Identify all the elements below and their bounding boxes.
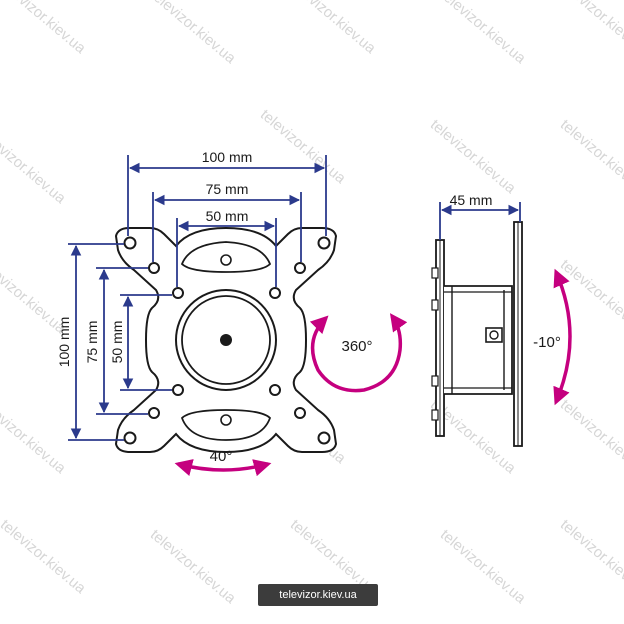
watermark-text: televizor.kiev.ua xyxy=(427,116,519,197)
credit-text: televizor.kiev.ua xyxy=(279,589,357,601)
tilt-arrow xyxy=(553,268,572,406)
watermark-text: televizor.kiev.ua xyxy=(557,256,624,337)
side-view: 45 mm -10° xyxy=(431,192,572,447)
rotation-angle-label: 360° xyxy=(341,338,372,355)
vesa-hole-50-tl xyxy=(172,287,184,299)
rotation-arrow xyxy=(309,313,408,393)
vesa-hole-75-br xyxy=(294,407,306,419)
watermark-text: televizor.kiev.ua xyxy=(557,516,624,597)
watermark-text: televizor.kiev.ua xyxy=(0,516,89,597)
vesa-hole-75-tr xyxy=(294,262,306,274)
watermark-text: televizor.kiev.ua xyxy=(437,526,529,607)
swivel-arrow xyxy=(174,459,272,477)
watermark-text: televizor.kiev.ua xyxy=(437,0,529,67)
watermark-text: televizor.kiev.ua xyxy=(287,0,379,57)
height-middle-label: 75 mm xyxy=(84,321,100,364)
tilt-angle-label: -10° xyxy=(533,334,561,351)
bracket-body xyxy=(444,285,513,395)
watermark-text: televizor.kiev.ua xyxy=(0,396,69,477)
height-outer-label: 100 mm xyxy=(56,317,72,368)
watermark-text: televizor.kiev.ua xyxy=(257,106,349,187)
watermark-text: televizor.kiev.ua xyxy=(147,0,239,67)
depth-label: 45 mm xyxy=(450,192,493,208)
top-slot-hole xyxy=(220,254,232,266)
vertical-dimensions xyxy=(68,243,172,441)
watermark-text: televizor.kiev.ua xyxy=(557,396,624,477)
vesa-hole-75-tl xyxy=(148,262,160,274)
wall-screw-top xyxy=(431,267,439,279)
hinge-knob xyxy=(489,330,499,340)
wall-screw-upper xyxy=(431,299,439,311)
vesa-hole-50-bl xyxy=(172,384,184,396)
vesa-hole-100-br xyxy=(317,431,331,445)
depth-dimension xyxy=(439,202,521,240)
width-inner-label: 50 mm xyxy=(206,208,249,224)
vesa-hole-75-bl xyxy=(148,407,160,419)
watermark-text: televizor.kiev.ua xyxy=(557,116,624,197)
height-inner-label: 50 mm xyxy=(109,321,125,364)
swivel-angle-label: 40° xyxy=(210,448,233,465)
center-pivot xyxy=(220,334,232,346)
width-outer-label: 100 mm xyxy=(202,149,253,165)
watermark-text: televizor.kiev.ua xyxy=(557,0,624,57)
watermark-text: televizor.kiev.ua xyxy=(147,526,239,607)
width-middle-label: 75 mm xyxy=(206,181,249,197)
front-view: 100 mm 75 mm 50 mm 100 mm 75 mm 50 mm 40… xyxy=(56,149,408,477)
watermark-layer: televizor.kiev.ua televizor.kiev.ua televi… xyxy=(0,0,624,607)
watermark-text: televizor.kiev.ua xyxy=(0,0,89,57)
wall-screw-bottom xyxy=(431,409,439,421)
vesa-hole-100-tr xyxy=(317,236,331,250)
vesa-hole-100-bl xyxy=(123,431,137,445)
credit-bar: televizor.kiev.ua xyxy=(258,584,378,606)
vesa-hole-50-br xyxy=(269,384,281,396)
bottom-slot-hole xyxy=(220,414,232,426)
vesa-hole-100-tl xyxy=(123,236,137,250)
wall-screw-lower xyxy=(431,375,439,387)
vesa-hole-50-tr xyxy=(269,287,281,299)
horizontal-dimensions xyxy=(127,155,327,287)
watermark-text: televizor.kiev.ua xyxy=(0,126,69,207)
